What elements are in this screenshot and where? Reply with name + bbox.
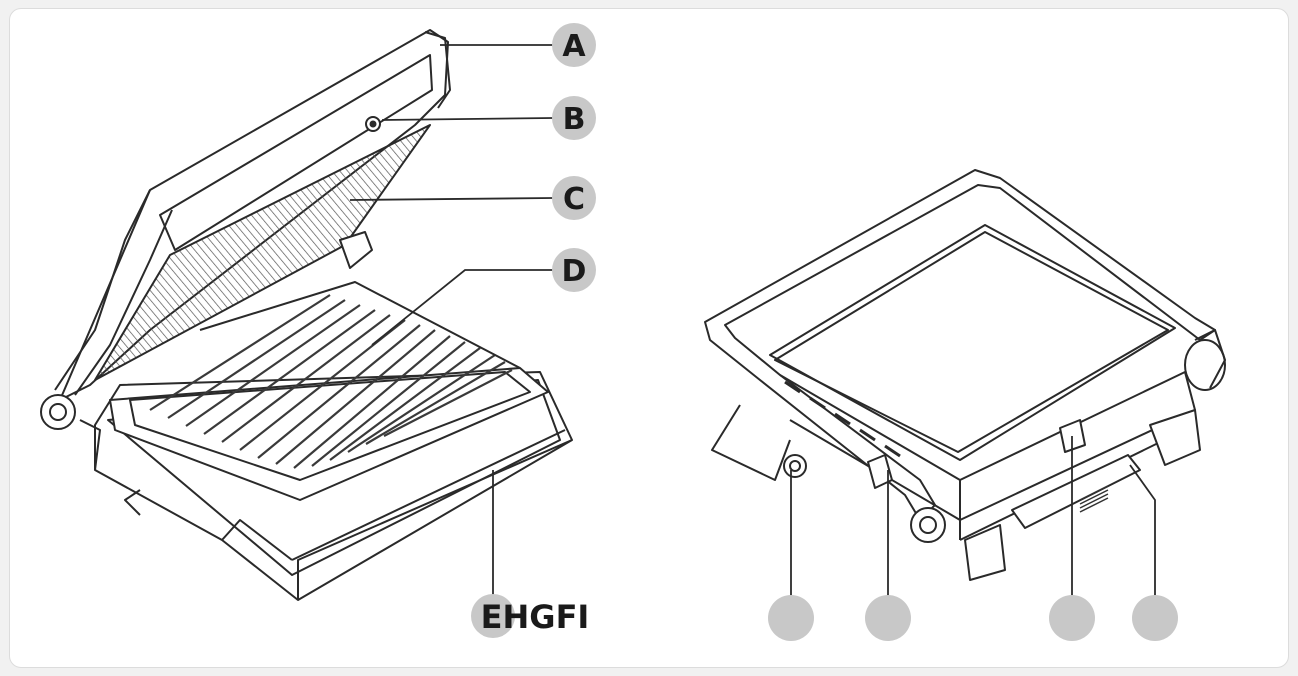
angle-switch xyxy=(867,454,893,489)
leader-lines-left xyxy=(349,44,554,605)
callout-bottom: EHGFI xyxy=(471,594,589,638)
leader-lines-right xyxy=(790,436,1156,600)
left-foot-panel xyxy=(711,404,791,481)
temperature-knob xyxy=(783,454,807,478)
callout-right-3 xyxy=(1049,595,1095,641)
grill-flat-view xyxy=(704,169,1226,581)
callout-right-2 xyxy=(865,595,911,641)
label-c: C xyxy=(563,182,585,217)
callout-c: C xyxy=(552,176,596,220)
callout-right-1 xyxy=(768,595,814,641)
callout-b: B xyxy=(552,96,596,140)
drip-tray xyxy=(1011,454,1141,529)
label-d: D xyxy=(562,254,587,289)
callout-right-4 xyxy=(1132,595,1178,641)
grill-open-view xyxy=(40,29,573,601)
label-b: B xyxy=(563,102,586,137)
flat-cooking-plate xyxy=(769,224,1176,461)
callout-d: D xyxy=(552,248,596,292)
label-bottom: EHGFI xyxy=(481,598,590,636)
label-a: A xyxy=(562,29,586,64)
callout-a: A xyxy=(552,23,596,67)
